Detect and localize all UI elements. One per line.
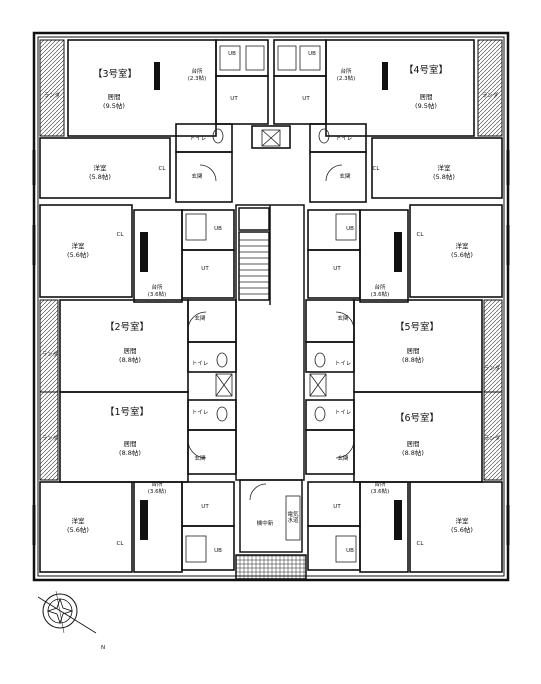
mech-label: 電気水道: [287, 510, 299, 524]
upper-unit-walls: [39, 39, 503, 203]
kitchen-label-2: 台所: [151, 283, 163, 291]
entrance-label-4: 玄関: [339, 172, 351, 180]
veranda-label-6: ランダ: [484, 434, 501, 442]
veranda-label-1: ランダ: [42, 434, 59, 442]
living-label-1: 居間: [124, 440, 137, 448]
unit-name-1: 【1号室】: [105, 406, 149, 418]
ut-label-5: UT: [333, 266, 341, 272]
kitchen-label-5: 台所: [374, 283, 386, 291]
compass: [37, 590, 97, 634]
lower-unit-walls: [39, 391, 503, 573]
ut-label-1: UT: [201, 504, 209, 510]
western-label-1: 洋室: [72, 516, 86, 525]
living-size-4: (9.5帖): [415, 101, 437, 110]
veranda-label-4: ランダ: [482, 91, 499, 99]
kitchen-size-1: (3.6帖): [148, 487, 167, 495]
unit-name-3: 【3号室】: [93, 68, 137, 80]
living-size-2: (8.8帖): [119, 355, 141, 364]
toilet-label-1: トイレ: [192, 410, 209, 416]
veranda-label-3: ランダ: [44, 91, 61, 99]
kitchen-size-3: (2.3帖): [188, 74, 207, 82]
door-swings: [187, 164, 355, 501]
entrance-label-1: 玄関: [194, 454, 206, 462]
ub-label-5: UB: [346, 226, 354, 232]
living-label-4: 居間: [420, 93, 433, 101]
entrance-label-5: 玄関: [337, 314, 349, 322]
western-size-6: (5.6帖): [451, 525, 473, 534]
kitchen-label-4: 台所: [340, 67, 352, 75]
ut-label-6: UT: [333, 504, 341, 510]
cl-label-4: CL: [373, 166, 381, 172]
ub-label-4: UB: [308, 51, 316, 57]
toilet-label-4: トイレ: [336, 136, 353, 142]
entrance-label-3: 玄関: [191, 172, 203, 180]
ub-label-1: UB: [214, 548, 222, 554]
ub-label-3: UB: [228, 51, 236, 57]
western-label-6: 洋室: [456, 516, 470, 525]
toilet-label-6: トイレ: [335, 410, 352, 416]
windows: [32, 150, 510, 545]
compass-north-label: N: [101, 645, 105, 651]
living-size-5: (8.8帖): [402, 355, 424, 364]
toilet-label-5: トイレ: [335, 361, 352, 367]
kitchen-size-6: (3.6帖): [371, 487, 390, 495]
western-size-2: (5.6帖): [67, 250, 89, 259]
western-label-5: 洋室: [456, 241, 470, 250]
entrance-label-6: 玄関: [337, 454, 349, 462]
kitchen-label-6: 台所: [374, 480, 386, 488]
fixtures: [185, 45, 357, 563]
living-label-5: 居間: [407, 347, 420, 355]
living-label-6: 居間: [407, 440, 420, 448]
cl-label-2: CL: [117, 232, 125, 238]
living-size-6: (8.8帖): [402, 448, 424, 457]
living-size-1: (8.8帖): [119, 448, 141, 457]
western-label-2: 洋室: [72, 241, 86, 250]
room-labels: 【3号室】 【4号室】 【2号室】 【5号室】 【1号室】 【6号室】 居間 (…: [42, 51, 501, 554]
cl-label-6: CL: [417, 541, 425, 547]
ub-label-2: UB: [214, 226, 222, 232]
kitchen-label-1: 台所: [151, 480, 163, 488]
kitchen-counters: [140, 62, 402, 540]
western-label-4: 洋室: [438, 163, 452, 172]
ut-label-4: UT: [302, 96, 310, 102]
cl-label-1: CL: [117, 541, 125, 547]
cl-label-3: CL: [159, 166, 167, 172]
western-size-1: (5.6帖): [67, 525, 89, 534]
cl-label-5: CL: [417, 232, 425, 238]
unit-name-6: 【6号室】: [395, 412, 439, 424]
ut-label-3: UT: [230, 96, 238, 102]
ub-label-6: UB: [346, 548, 354, 554]
unit-name-2: 【2号室】: [105, 321, 149, 333]
living-label-3: 居間: [108, 93, 121, 101]
western-size-5: (5.6帖): [451, 250, 473, 259]
kitchen-label-3: 台所: [191, 67, 203, 75]
living-label-2: 居間: [124, 347, 137, 355]
ut-label-2: UT: [201, 266, 209, 272]
western-size-4: (5.8帖): [433, 172, 455, 181]
central-core: [235, 204, 307, 580]
unit-name-5: 【5号室】: [395, 321, 439, 333]
western-size-3: (5.8帖): [89, 172, 111, 181]
kitchen-size-4: (2.3帖): [337, 74, 356, 82]
entrance-label-2: 玄関: [194, 314, 206, 322]
veranda-label-2: ランダ: [42, 350, 59, 358]
kitchen-size-2: (3.6帖): [148, 290, 167, 298]
kitchen-size-5: (3.6帖): [371, 290, 390, 298]
stairs: [239, 239, 269, 295]
toilet-label-2: トイレ: [192, 361, 209, 367]
western-label-3: 洋室: [94, 163, 108, 172]
veranda-label-5: ランダ: [484, 364, 501, 372]
toilet-label-3: トイレ: [190, 136, 207, 142]
unit-name-4: 【4号室】: [404, 64, 448, 76]
middle-unit-walls: [39, 204, 503, 393]
living-size-3: (9.5帖): [103, 101, 125, 110]
outer-walls: [32, 31, 510, 582]
storage-label: 機中新: [257, 519, 274, 527]
balconies: [39, 39, 503, 481]
